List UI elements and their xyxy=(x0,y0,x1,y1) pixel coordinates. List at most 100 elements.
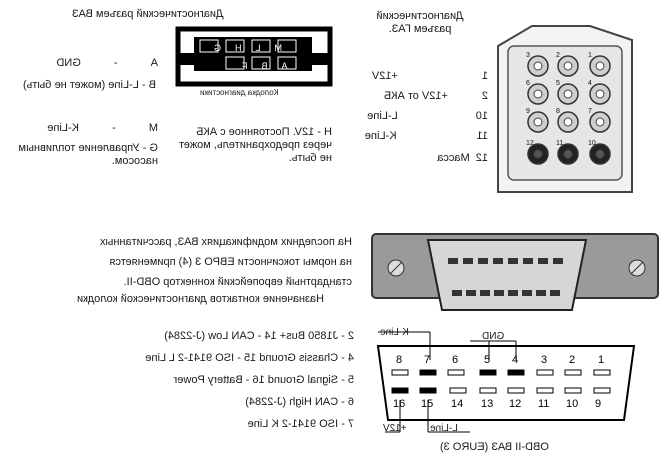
gaz-pin-number: 2 xyxy=(481,90,488,102)
vaz-pin-text: GND xyxy=(56,57,81,69)
gaz-pin-number: 3 xyxy=(526,52,530,59)
gaz-pin-socket xyxy=(595,117,605,127)
vaz-pin-grid xyxy=(199,39,297,70)
vaz-pin-label: H xyxy=(221,43,242,53)
vaz-pin-label: F xyxy=(228,61,248,71)
gaz-pin-number: 11 xyxy=(556,140,563,147)
obd-pin-line: 6 - CAN High (J-2284) xyxy=(245,396,354,408)
obd-pin xyxy=(536,387,554,394)
vaz-pin-separator: - xyxy=(141,79,146,91)
obd-pin xyxy=(593,369,611,376)
obd-photo-pin xyxy=(448,258,458,264)
obd-pin xyxy=(479,387,497,394)
obd-paragraph: На последних модификациях ВАЗ, рассчитан… xyxy=(68,236,352,306)
obd-pin-number: 2 xyxy=(569,354,575,366)
vaz-pin-cell xyxy=(277,56,297,70)
obd-photo-pin xyxy=(523,258,533,264)
obd-photo-pin xyxy=(466,290,476,296)
vaz-pin-a: А - GND xyxy=(18,57,158,70)
obd-pin xyxy=(593,387,611,394)
obd-pin-number: 10 xyxy=(566,398,578,410)
vaz-pin-cell xyxy=(251,56,271,70)
gaz-pin-number: 7 xyxy=(588,108,592,115)
vaz-connector-label: Колодка диагностики xyxy=(200,88,279,97)
gaz-pin-number: 4 xyxy=(588,80,592,87)
obd-photo-pin xyxy=(522,290,532,296)
gaz-pin-number: 1 xyxy=(481,70,488,82)
obd-pin-number: 13 xyxy=(481,398,493,410)
gaz-pin-socket xyxy=(563,89,573,99)
gaz-pin-text: +12V от АКБ xyxy=(383,90,448,102)
obd-pin-number: 7 xyxy=(424,354,430,366)
vaz-pin-separator: - xyxy=(113,57,118,69)
obd-caption: OBD-II ВАЗ (EURO 3) xyxy=(440,441,549,453)
obd-pin-number: 3 xyxy=(541,354,547,366)
gaz-pin-socket xyxy=(563,149,573,159)
obd-kline-label: K-Line xyxy=(380,327,409,338)
vaz-pin-text: K-Line xyxy=(47,122,80,134)
obd-photo-pin xyxy=(508,290,518,296)
obd-paragraph-line: На последних модификациях ВАЗ, рассчитан… xyxy=(99,236,352,248)
obd-pin-list: 2 - J1850 Bus+ 14 - CAN Low (J-2284) 4 -… xyxy=(40,330,354,431)
obd-pin-number: 9 xyxy=(595,398,601,410)
obd-photo-pin-grid xyxy=(448,258,563,296)
obd-pin-number: 5 xyxy=(484,354,490,366)
vaz-pin-letter: Н xyxy=(324,126,332,138)
obd-connector-photo xyxy=(371,233,659,311)
gaz-pin-socket xyxy=(595,149,605,159)
gaz-pin-10: 10L-Line xyxy=(348,110,488,123)
obd-lline-label: L-Line xyxy=(430,423,458,434)
vaz-pin-letter: В xyxy=(148,79,156,91)
obd-pin-line: 4 - Chassis Ground 15 - ISO 9141-2 L Lin… xyxy=(145,352,354,364)
gaz-pin-number: 1 xyxy=(588,52,592,59)
gaz-pin-text: K-Line xyxy=(364,130,397,142)
obd-pin-number: 14 xyxy=(451,398,463,410)
obd-photo-pin xyxy=(493,258,503,264)
obd-pin xyxy=(564,387,582,394)
vaz-pin-cell xyxy=(277,39,297,53)
vaz-pin-text: Управление топливным насосом. xyxy=(18,142,158,167)
obd-photo-pin xyxy=(494,290,504,296)
obd-paragraph-line: на нормы токсичности ЕВРО 3 (4) применяе… xyxy=(109,256,352,268)
vaz-pin-label: B xyxy=(247,61,268,71)
obd-pin xyxy=(419,369,437,376)
vaz-pin-label: A xyxy=(267,61,288,71)
obd-pin-number: 4 xyxy=(512,354,518,366)
obd-pin-number: 6 xyxy=(452,354,458,366)
vaz-pin-separator: - xyxy=(142,142,147,154)
vaz-pin-label: G xyxy=(200,43,222,53)
vaz-connector xyxy=(175,26,333,87)
vaz-pin-letter: G xyxy=(149,142,158,154)
obd-pin xyxy=(449,387,467,394)
gaz-pin-number: 12 xyxy=(526,140,534,147)
vaz-pin-separator: - xyxy=(317,126,321,138)
vaz-pin-h: Н - 12V. Постоянное с АКБ через предохра… xyxy=(166,126,332,165)
obd-photo-pin xyxy=(478,258,488,264)
gaz-pin-number: 11 xyxy=(476,130,488,142)
obd-photo-pin xyxy=(508,258,518,264)
vaz-pin-cell xyxy=(251,39,271,53)
obd-photo-pin xyxy=(452,290,462,296)
vaz-pin-cell xyxy=(225,56,245,70)
obd-pin-number: 16 xyxy=(393,398,405,410)
vaz-pin-label: L xyxy=(241,43,261,53)
obd-pin-line: 2 - J1850 Bus+ 14 - CAN Low (J-2284) xyxy=(164,330,354,342)
obd-pin-line: 5 - Signal Ground 16 - Battery Power xyxy=(173,374,354,386)
vaz-pin-b: В - L-Line (может не быть) xyxy=(8,79,156,92)
obd-pin xyxy=(507,369,525,376)
obd-paragraph-line: стандартный европейский коннектор OBD-II… xyxy=(123,276,352,288)
obd-12v-label: +12V xyxy=(383,423,407,434)
obd-pin-number: 15 xyxy=(421,398,433,410)
obd-pin-number: 8 xyxy=(396,354,402,366)
gaz-pin-text: +12V xyxy=(371,70,398,82)
obd-photo-pin xyxy=(553,258,563,264)
gaz-header: Диагностический разъем ГАЗ. xyxy=(376,10,464,35)
gaz-pin-1: 1 +12V xyxy=(348,70,488,83)
vaz-top-pins: MLHG xyxy=(200,42,282,55)
obd-pin xyxy=(391,369,409,376)
